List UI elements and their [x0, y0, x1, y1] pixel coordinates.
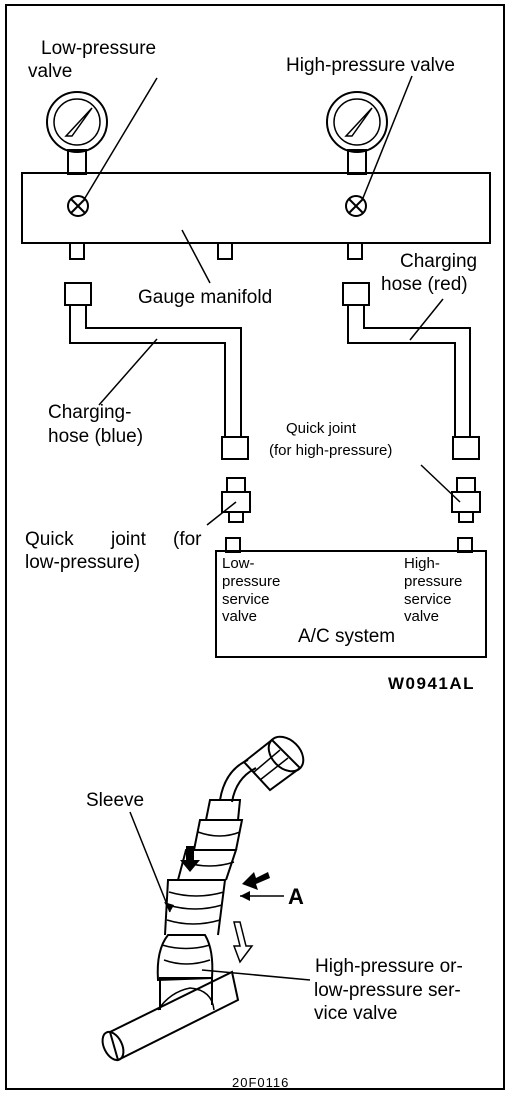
low-pressure-gauge — [46, 91, 108, 175]
label-quick-joint-high-1: Quick joint — [286, 420, 357, 437]
label-quick-joint-low-1b: joint — [110, 529, 147, 550]
gauge-manifold-body — [21, 172, 491, 244]
label-service-valve-1: High-pressure or- — [315, 956, 463, 977]
manifold-port-high — [347, 242, 363, 260]
leader-low-pressure-valve — [84, 77, 158, 199]
leader-quick-joint-high — [420, 464, 461, 503]
service-valve-tee-pipe — [101, 970, 240, 1062]
low-service-port — [225, 537, 241, 553]
label-low-service-4: valve — [222, 608, 257, 625]
label-service-valve-2: low-pressure ser- — [314, 980, 461, 1001]
label-low-service-1: Low- — [222, 555, 255, 572]
push-arrow-right — [242, 872, 270, 890]
label-gauge-manifold: Gauge manifold — [138, 287, 272, 308]
quick-joint-low — [221, 477, 251, 523]
label-charging-hose-blue-2: hose (blue) — [48, 426, 143, 447]
label-quick-joint-high-2: (for high-pressure) — [269, 442, 392, 459]
manifold-port-low — [69, 242, 85, 260]
label-high-service-1: High- — [404, 555, 440, 572]
leader-a-arrowhead — [240, 891, 250, 901]
leader-sleeve-arrowhead — [164, 902, 174, 912]
slide-arrow-hollow — [232, 921, 254, 964]
high-pressure-valve-symbol — [345, 195, 367, 217]
label-a-marker: A — [288, 884, 304, 909]
label-low-service-3: service — [222, 591, 270, 608]
leader-sleeve — [129, 811, 171, 913]
charging-hose-blue — [64, 282, 249, 460]
label-low-pressure-valve-2: valve — [28, 61, 72, 82]
label-quick-joint-low-1a: Quick — [25, 529, 74, 550]
leader-hose-blue — [98, 338, 158, 406]
label-ac-system: A/C system — [298, 626, 395, 647]
leader-hose-red — [409, 298, 444, 341]
diagram-frame — [5, 4, 505, 1090]
label-charging-hose-red-2: hose (red) — [381, 274, 468, 295]
label-charging-hose-blue-1: Charging- — [48, 402, 131, 423]
leader-gauge-manifold — [181, 229, 211, 284]
high-service-port — [457, 537, 473, 553]
label-low-pressure-valve-1: Low-pressure — [41, 38, 156, 59]
figure-code-top: W0941AL — [388, 674, 475, 693]
label-quick-joint-low-2: low-pressure) — [25, 552, 140, 573]
leader-high-pressure-valve — [362, 75, 413, 199]
leader-quick-joint-low — [206, 501, 237, 526]
quick-joint-high — [451, 477, 481, 523]
figure-code-bottom: 20F0116 — [232, 1075, 289, 1090]
low-pressure-valve-symbol — [67, 195, 89, 217]
label-high-service-4: valve — [404, 608, 439, 625]
label-high-service-2: pressure — [404, 573, 462, 590]
manifold-port-center — [217, 242, 233, 260]
label-sleeve: Sleeve — [86, 790, 144, 811]
charging-hose-red — [342, 282, 480, 460]
hose-end-fitting — [219, 735, 305, 803]
ac-system-box — [215, 550, 487, 658]
label-charging-hose-red-1: Charging — [400, 251, 477, 272]
label-high-pressure-valve: High-pressure valve — [286, 55, 455, 76]
label-high-service-3: service — [404, 591, 452, 608]
label-quick-joint-low-1c: (for — [173, 529, 202, 550]
label-service-valve-3: vice valve — [314, 1003, 397, 1024]
quick-joint-coupler — [156, 799, 244, 982]
label-low-service-2: pressure — [222, 573, 280, 590]
leader-service-valve — [201, 969, 311, 981]
push-arrow-left — [180, 846, 200, 872]
